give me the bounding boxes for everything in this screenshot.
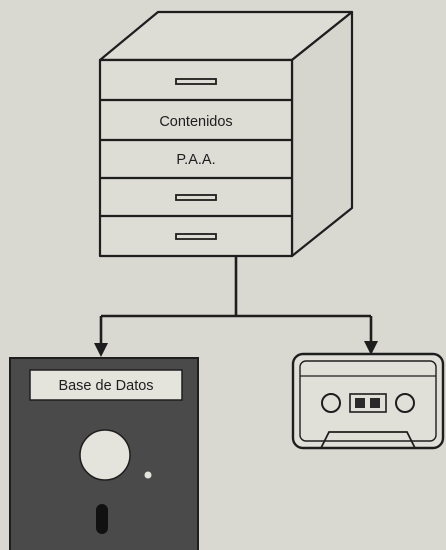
drawer-5 (175, 233, 217, 240)
cabinet-front (98, 58, 294, 258)
drawer-3: P.A.A. (100, 152, 292, 180)
floppy-hub (79, 429, 131, 481)
arrow-down-icon (94, 343, 108, 357)
drawer-handle-icon (175, 78, 217, 85)
filing-cabinet (98, 10, 354, 258)
cassette-reel-left (321, 393, 341, 413)
drawer-label-paa: P.A.A. (176, 152, 215, 168)
arrow-down-icon (364, 341, 378, 355)
floppy-disk-icon: Base de Datos (9, 357, 199, 550)
connector-lines (99, 256, 373, 345)
drawer-handle-icon (175, 233, 217, 240)
floppy-label (29, 369, 183, 401)
drawer-4 (100, 194, 292, 218)
floppy-index-hole (144, 471, 152, 479)
drawer-handle-icon (175, 194, 217, 201)
cassette-reel-right (395, 393, 415, 413)
cassette-window (349, 393, 387, 413)
drawer-2: Contenidos (100, 114, 292, 142)
floppy-label-text: Base de Datos (58, 378, 153, 394)
floppy-slot (96, 504, 108, 534)
drawer-label-contenidos: Contenidos (159, 114, 232, 130)
drawer-1 (100, 78, 292, 102)
cassette-tape-icon (291, 352, 445, 450)
